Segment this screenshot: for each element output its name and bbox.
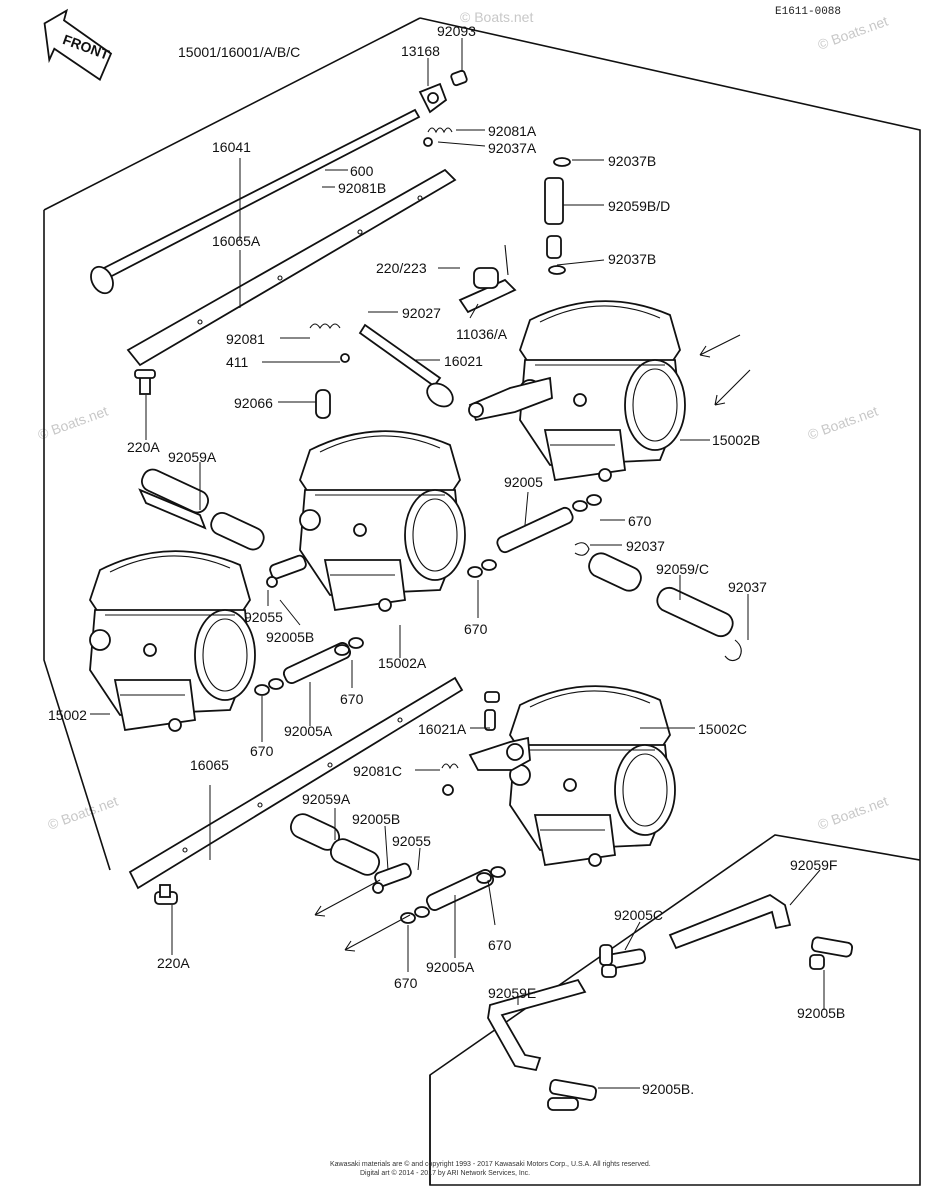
label-15002: 15002 <box>48 707 87 723</box>
label-411: 411 <box>226 354 249 370</box>
label-92059F: 92059F <box>790 857 837 873</box>
label-11036A: 11036/A <box>456 326 508 342</box>
label-16041: 16041 <box>212 139 251 155</box>
leader-lines <box>90 38 825 1089</box>
watermark-right: © Boats.net <box>806 403 881 443</box>
spring-92081C <box>441 763 459 796</box>
choke-lever-top <box>468 376 553 422</box>
label-16021: 16021 <box>444 353 483 369</box>
diagram-code: E1611-0088 <box>775 6 841 18</box>
label-670-b2: 670 <box>394 975 418 991</box>
tube-92059A-top <box>138 468 265 551</box>
flow-arrows <box>314 334 751 952</box>
fuel-tee-92005B-left <box>266 554 307 588</box>
fuel-pipe-92005-top <box>467 494 602 578</box>
label-92005A-l: 92005A <box>284 723 333 739</box>
label-92037B-top: 92037B <box>608 153 656 169</box>
screw-220A-bottom <box>154 884 178 905</box>
label-220A-bot: 220A <box>157 955 190 971</box>
front-arrow-icon: FRONT <box>43 8 113 81</box>
carburetor-15002C <box>509 685 676 867</box>
label-16065: 16065 <box>190 757 229 773</box>
fuel-tee-92005B-right <box>809 936 854 970</box>
label-13168: 13168 <box>401 43 440 59</box>
throttle-shaft-16041 <box>90 108 421 295</box>
idle-adjust-16021 <box>358 323 454 408</box>
label-600: 600 <box>350 163 374 179</box>
label-92059A-top: 92059A <box>168 449 217 465</box>
label-220A-top: 220A <box>127 439 160 455</box>
lever-13168 <box>418 69 468 114</box>
fuel-pipe-92005A-bottom <box>400 866 506 924</box>
label-15002C: 15002C <box>698 721 747 737</box>
label-670-b1: 670 <box>488 937 512 953</box>
carburetor-15002A <box>299 430 466 612</box>
label-16021A: 16021A <box>418 721 467 737</box>
label-92005B-r: 92005B <box>797 1005 845 1021</box>
watermark-right-low: © Boats.net <box>816 793 891 833</box>
label-92059BD: 92059B/D <box>608 198 670 214</box>
label-92037-r2: 92037 <box>728 579 767 595</box>
screw-220A-top <box>134 369 156 395</box>
link-plate-16065A <box>126 168 457 367</box>
link-plate-16065 <box>128 676 464 890</box>
clip-92037 <box>574 542 590 556</box>
label-670-m: 670 <box>340 691 364 707</box>
fuel-pipe-92005A-left <box>254 637 364 696</box>
label-92055-l: 92055 <box>244 609 283 625</box>
hose-92059E <box>487 978 587 1072</box>
part-labels: 15001/16001/A/B/C 92093 13168 92081A 920… <box>48 23 845 1097</box>
label-92059E: 92059E <box>488 985 536 1001</box>
label-92005B-dot: 92005B. <box>642 1081 694 1097</box>
label-92055-bot: 92055 <box>392 833 431 849</box>
tube-92059BD <box>544 157 571 275</box>
label-92081B: 92081B <box>338 180 386 196</box>
label-15001: 15001/16001/A/B/C <box>178 44 300 60</box>
fuel-tee-92005B-bottom <box>372 862 412 894</box>
adjuster-16021A <box>484 691 500 731</box>
tube-92059A-bottom <box>289 813 381 876</box>
label-92081: 92081 <box>226 331 265 347</box>
label-92093: 92093 <box>437 23 476 39</box>
spring-92081A <box>423 127 453 147</box>
bracket-11036A <box>458 244 517 314</box>
label-15002B: 15002B <box>712 432 760 448</box>
label-92037A: 92037A <box>488 140 537 156</box>
choke-lever-bottom <box>468 736 531 771</box>
label-92005C: 92005C <box>614 907 663 923</box>
label-92066: 92066 <box>234 395 273 411</box>
label-92005: 92005 <box>504 474 543 490</box>
hose-92059F <box>668 893 792 950</box>
label-670-l: 670 <box>250 743 274 759</box>
watermark-top: © Boats.net <box>460 9 533 25</box>
label-92059A-bot: 92059A <box>302 791 351 807</box>
label-92037B-mid: 92037B <box>608 251 656 267</box>
label-92005B-l: 92005B <box>266 629 314 645</box>
fuel-tee-92005B-dot <box>547 1079 597 1111</box>
label-670-r2: 670 <box>464 621 488 637</box>
label-92027: 92027 <box>402 305 441 321</box>
spring-92081 <box>309 323 350 363</box>
footer-digital-art: Digital art © 2014 - 2017 by ARI Network… <box>360 1169 530 1177</box>
label-92005B-bot: 92005B <box>352 811 400 827</box>
label-92081C: 92081C <box>353 763 402 779</box>
watermark-top-right: © Boats.net <box>816 13 891 53</box>
watermark-left-low: © Boats.net <box>46 793 121 833</box>
label-92005A-bot: 92005A <box>426 959 475 975</box>
label-16065A: 16065A <box>212 233 261 249</box>
watermark-left: © Boats.net <box>36 403 111 443</box>
label-92059C: 92059/C <box>656 561 709 577</box>
label-92037-r: 92037 <box>626 538 665 554</box>
footer-copyright: Kawasaki materials are © and copyright 1… <box>330 1160 651 1168</box>
label-220-223: 220/223 <box>376 260 427 276</box>
carburetor-15002 <box>89 550 256 732</box>
label-15002A: 15002A <box>378 655 427 671</box>
label-92081A: 92081A <box>488 123 537 139</box>
label-670-r1: 670 <box>628 513 652 529</box>
tube-92059C <box>588 552 742 662</box>
plug-92066 <box>315 389 331 419</box>
fuel-tee-92005C <box>599 944 647 978</box>
